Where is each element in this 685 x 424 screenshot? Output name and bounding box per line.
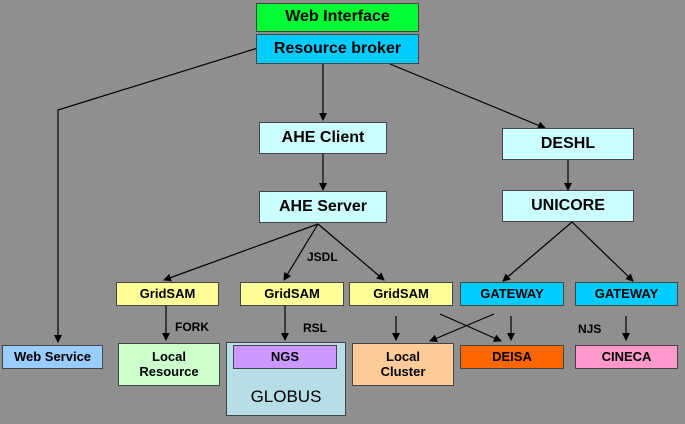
globus-label: GLOBUS (250, 387, 322, 407)
web-service-node: Web Service (2, 345, 103, 369)
local-cluster-line2: Cluster (380, 363, 426, 379)
ahe-server-node: AHE Server (259, 191, 387, 223)
local-cluster-line1: Local (386, 348, 420, 364)
fork-label: FORK (175, 320, 209, 334)
rsl-label: RSL (303, 321, 327, 335)
deshl-node: DESHL (502, 128, 634, 160)
gridsam-node-2: GridSAM (240, 282, 344, 306)
jsdl-label: JSDL (307, 250, 338, 264)
local-resource-line2: Resource (139, 363, 199, 379)
gridsam-node-1: GridSAM (116, 282, 219, 306)
gateway-node-2: GATEWAY (575, 282, 678, 306)
edge-aheserver-gridsam2 (283, 223, 319, 281)
local-resource-node: Local Resource (118, 343, 220, 386)
ngs-node: NGS (233, 345, 337, 369)
edge-broker-webservice (54, 47, 259, 343)
cineca-node: CINECA (575, 345, 678, 369)
edge-unicore-gateway1 (502, 221, 573, 282)
edge-gateway1-localcluster (429, 313, 495, 342)
resource-broker-node: Resource broker (256, 34, 419, 64)
gateway-node-1: GATEWAY (460, 282, 564, 306)
deisa-node: DEISA (460, 345, 564, 369)
njs-label: NJS (578, 322, 602, 336)
edge-aheserver-gridsam1 (163, 223, 319, 282)
edge-gridsam3-deisa (439, 313, 502, 342)
local-cluster-node: Local Cluster (352, 343, 454, 386)
edge-aheserver-gridsam3 (317, 223, 385, 281)
unicore-node: UNICORE (502, 190, 634, 222)
web-interface-node: Web Interface (256, 3, 419, 32)
gridsam-node-3: GridSAM (349, 282, 453, 306)
local-resource-line1: Local (152, 348, 186, 364)
edge-unicore-gateway2 (571, 221, 634, 282)
edge-broker-deshl (389, 63, 546, 130)
ahe-client-node: AHE Client (259, 122, 387, 154)
